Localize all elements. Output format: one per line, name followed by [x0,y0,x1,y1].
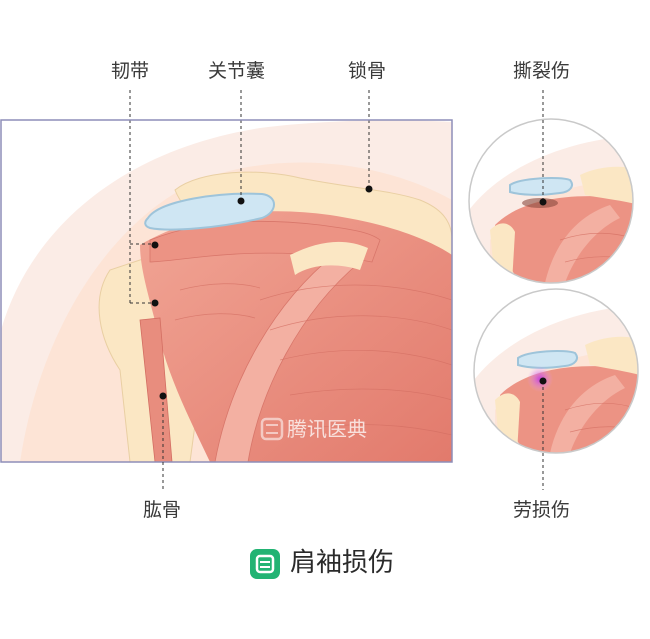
strain-detail-circle [474,289,638,453]
watermark-logo [260,417,284,441]
tencent-medical-logo-icon [250,549,280,579]
label-bursa: 关节囊 [208,60,266,82]
label-tear: 撕裂伤 [513,60,571,82]
page-title: 肩袖损伤 [290,548,395,578]
tear-detail-circle [469,119,633,283]
main-anatomy-panel [1,120,452,462]
label-clavicle: 锁骨 [348,60,387,82]
label-ligament: 韧带 [111,60,150,82]
label-strain: 劳损伤 [513,499,571,521]
label-humerus: 肱骨 [143,499,182,521]
watermark-text: 腾讯医典 [287,417,367,441]
